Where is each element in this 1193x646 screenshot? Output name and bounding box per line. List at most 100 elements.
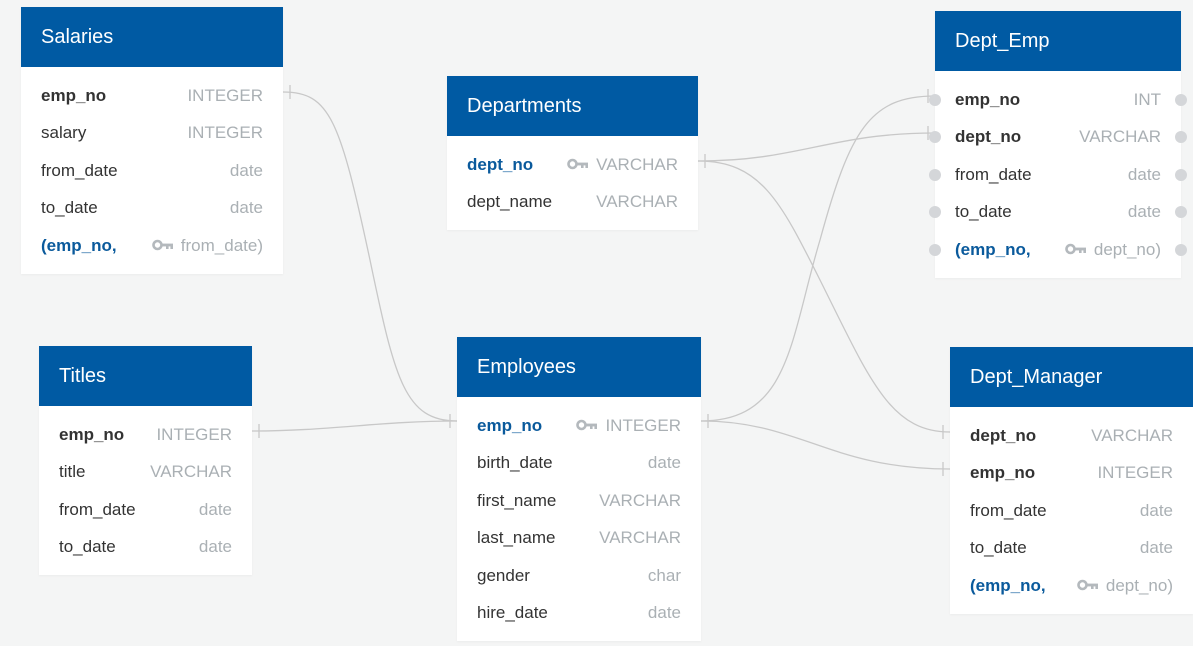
column-name: hire_date [477,603,548,623]
column-row-emp-no[interactable]: emp_no INT [929,81,1187,119]
column-type: date [1127,164,1161,184]
column-row-from-date[interactable]: from_date date [21,152,283,190]
column-row-emp-no[interactable]: emp_no INTEGER [457,407,701,445]
column-name: dept_name [467,192,553,212]
column-name: to_date [955,202,1012,222]
table-salaries[interactable]: Salaries emp_no INTEGER salary INTEGER f… [21,7,283,274]
column-type: INTEGER [187,85,263,105]
column-name: emp_no [59,424,125,444]
column-type: date [198,499,232,519]
column-row-composite-key[interactable]: (emp_no, from_date) [21,227,283,265]
key-icon [567,155,589,175]
connector-dot[interactable] [1175,243,1187,256]
column-name: salary [41,123,87,143]
table-title: Employees [457,337,701,397]
column-type: VARCHAR [1091,425,1173,445]
column-row-to-date[interactable]: to_date date [929,194,1187,232]
column-row-title[interactable]: title VARCHAR [39,454,252,492]
table-dept-manager[interactable]: Dept_Manager dept_no VARCHAR emp_no INTE… [950,347,1193,614]
column-row-emp-no[interactable]: emp_no INTEGER [39,416,252,454]
link-titles-employees [251,420,458,432]
column-type: date [1139,500,1173,520]
table-employees[interactable]: Employees emp_no INTEGER birth_date date… [457,337,701,641]
column-row-last-name[interactable]: last_name VARCHAR [457,520,701,558]
column-row-gender[interactable]: gender char [457,557,701,595]
column-row-dept-no[interactable]: dept_no VARCHAR [929,119,1187,157]
column-row-birth-date[interactable]: birth_date date [457,445,701,483]
column-name: dept_no [970,425,1037,445]
column-row-to-date[interactable]: to_date date [21,190,283,228]
column-name: from_date [970,500,1047,520]
table-title: Departments [447,76,698,136]
column-name: dept_no [955,127,1022,147]
connector-dot[interactable] [929,93,941,106]
column-type: VARCHAR [1079,127,1161,147]
column-name: gender [477,565,530,585]
key-icon [1077,576,1099,596]
column-name: from_date [955,164,1032,184]
column-type: char [647,565,681,585]
column-name: (emp_no, [955,239,1031,259]
column-row-hire-date[interactable]: hire_date date [457,595,701,633]
column-name: emp_no [955,89,1021,109]
column-row-to-date[interactable]: to_date date [39,529,252,567]
column-type: dept_no) [1093,239,1161,259]
link-salaries-employees [282,91,458,422]
column-type: date [229,198,263,218]
table-title: Titles [39,346,252,406]
key-icon [151,236,174,256]
column-row-composite-key[interactable]: (emp_no, dept_no) [929,231,1187,269]
column-type: date [1139,538,1173,558]
column-type: VARCHAR [599,528,681,548]
column-type: INTEGER [156,424,232,444]
column-type: from_date) [180,235,263,255]
column-type: date [647,603,681,623]
connector-dot[interactable] [1175,131,1187,144]
table-dept-emp[interactable]: Dept_Emp emp_no INT dept_no VARCHAR from… [929,11,1187,278]
connector-dot[interactable] [1175,168,1187,181]
connector-dot[interactable] [929,131,941,144]
column-name: last_name [477,528,556,548]
link-departments-deptmanager [697,160,951,433]
column-type: INTEGER [187,123,263,143]
column-row-composite-key[interactable]: (emp_no, dept_no) [950,567,1193,605]
column-name: (emp_no, [970,575,1046,595]
column-type: date [1127,202,1161,222]
connector-dot[interactable] [929,168,941,181]
column-row-emp-no[interactable]: emp_no INTEGER [21,77,283,115]
column-row-to-date[interactable]: to_date date [950,530,1193,568]
column-row-dept-no[interactable]: dept_no VARCHAR [950,417,1193,455]
column-name: to_date [59,537,116,557]
column-row-first-name[interactable]: first_name VARCHAR [457,482,701,520]
column-type: VARCHAR [599,490,681,510]
table-title: Dept_Manager [950,347,1193,407]
column-name: (emp_no, [41,235,117,255]
column-type: date [647,453,681,473]
column-row-salary[interactable]: salary INTEGER [21,115,283,153]
column-row-emp-no[interactable]: emp_no INTEGER [950,455,1193,493]
connector-dot[interactable] [929,243,941,256]
column-row-from-date[interactable]: from_date date [39,491,252,529]
column-type: VARCHAR [150,462,232,482]
column-name: to_date [970,538,1027,558]
connector-dot[interactable] [1175,93,1187,106]
column-name: emp_no [477,415,543,435]
connector-dot[interactable] [929,206,941,219]
column-row-from-date[interactable]: from_date date [950,492,1193,530]
key-icon [576,416,598,436]
column-name: first_name [477,490,557,510]
column-name: title [59,462,86,482]
column-type: INTEGER [605,415,681,435]
column-row-from-date[interactable]: from_date date [929,156,1187,194]
column-name: from_date [41,160,118,180]
link-employees-deptmanager [700,420,951,470]
column-row-dept-name[interactable]: dept_name VARCHAR [447,184,698,222]
table-titles[interactable]: Titles emp_no INTEGER title VARCHAR from… [39,346,252,575]
column-type: VARCHAR [596,154,678,174]
table-departments[interactable]: Departments dept_no VARCHAR dept_name VA… [447,76,698,230]
column-type: INTEGER [1097,463,1173,483]
link-departments-deptemp [697,132,936,162]
column-row-dept-no[interactable]: dept_no VARCHAR [447,146,698,184]
connector-dot[interactable] [1175,206,1187,219]
